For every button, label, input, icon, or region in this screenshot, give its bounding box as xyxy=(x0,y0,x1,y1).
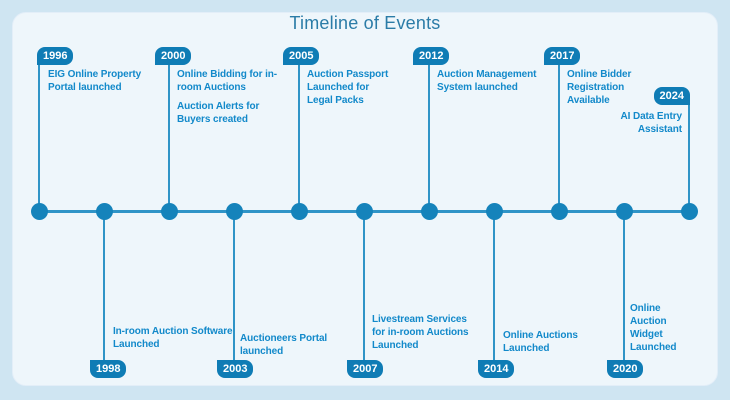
timeline-dot-2020 xyxy=(616,203,633,220)
timeline-dot-1998 xyxy=(96,203,113,220)
event-paragraph: Auction Alerts for Buyers created xyxy=(177,101,260,125)
event-connector-2017 xyxy=(558,63,560,211)
event-description-2020: Online Auction Widget Launched xyxy=(630,302,677,354)
event-description-2024: AI Data Entry Assistant xyxy=(621,110,683,136)
timeline-dot-2007 xyxy=(356,203,373,220)
timeline-dot-2005 xyxy=(291,203,308,220)
event-paragraph: In-room Auction Software Launched xyxy=(113,326,233,350)
event-description-2003: Auctioneers Portal launched xyxy=(240,332,327,358)
year-badge-2020: 2020 xyxy=(607,360,644,378)
year-badge-2007: 2007 xyxy=(347,360,384,378)
event-paragraph: Online Bidding for in- room Auctions xyxy=(177,69,278,93)
event-description-2005: Auction Passport Launched for Legal Pack… xyxy=(307,68,388,107)
event-description-2017: Online Bidder Registration Available xyxy=(567,68,631,107)
event-paragraph: Livestream Services for in-room Auctions… xyxy=(372,314,469,351)
event-description-2007: Livestream Services for in-room Auctions… xyxy=(372,313,469,352)
timeline-dot-2012 xyxy=(421,203,438,220)
event-paragraph: Auctioneers Portal launched xyxy=(240,333,328,357)
event-connector-2007 xyxy=(363,211,365,362)
year-badge-2014: 2014 xyxy=(478,360,515,378)
timeline-card xyxy=(12,12,718,386)
event-connector-2014 xyxy=(493,211,495,362)
event-connector-2012 xyxy=(428,63,430,211)
year-badge-2012: 2012 xyxy=(413,47,450,65)
timeline-dot-2000 xyxy=(161,203,178,220)
page-title: Timeline of Events xyxy=(289,13,441,33)
event-paragraph: Auction Management System launched xyxy=(437,69,537,93)
year-badge-1996: 1996 xyxy=(37,47,74,65)
event-description-2014: Online Auctions Launched xyxy=(503,329,578,355)
event-connector-2005 xyxy=(298,63,300,211)
event-connector-2020 xyxy=(623,211,625,362)
timeline-dot-1996 xyxy=(31,203,48,220)
event-description-1998: In-room Auction Software Launched xyxy=(113,325,233,351)
timeline-dot-2024 xyxy=(681,203,698,220)
year-badge-2000: 2000 xyxy=(155,47,192,65)
event-connector-2003 xyxy=(233,211,235,362)
event-paragraph: Auction Passport Launched for Legal Pack… xyxy=(307,69,389,106)
event-paragraph: Online Auction Widget Launched xyxy=(630,303,677,353)
year-badge-2005: 2005 xyxy=(283,47,320,65)
year-badge-2017: 2017 xyxy=(544,47,581,65)
event-paragraph: Online Bidder Registration Available xyxy=(567,69,632,106)
timeline-dot-2003 xyxy=(226,203,243,220)
event-connector-1998 xyxy=(103,211,105,362)
event-description-2012: Auction Management System launched xyxy=(437,68,536,94)
event-paragraph: Online Auctions Launched xyxy=(503,330,578,354)
event-connector-2000 xyxy=(168,63,170,211)
timeline-dot-2014 xyxy=(486,203,503,220)
event-connector-2024 xyxy=(688,103,690,211)
year-badge-2003: 2003 xyxy=(217,360,254,378)
year-badge-2024: 2024 xyxy=(653,87,690,105)
event-paragraph: EIG Online Property Portal launched xyxy=(48,69,142,93)
event-description-1996: EIG Online Property Portal launched xyxy=(48,68,141,94)
timeline-dot-2017 xyxy=(551,203,568,220)
event-connector-1996 xyxy=(38,63,40,211)
event-paragraph: AI Data Entry Assistant xyxy=(620,111,683,135)
year-badge-1998: 1998 xyxy=(90,360,127,378)
